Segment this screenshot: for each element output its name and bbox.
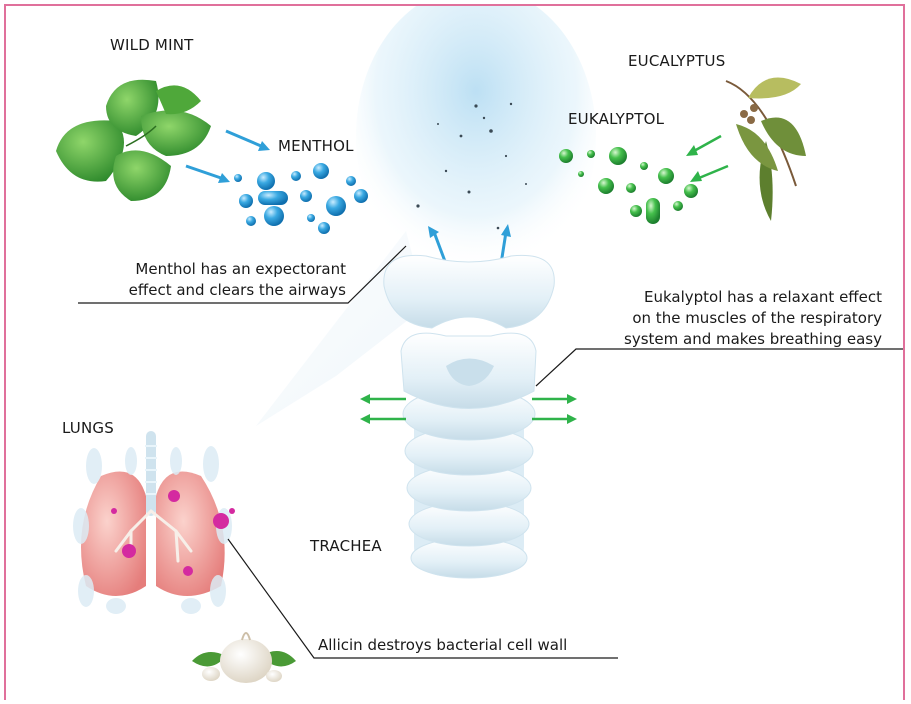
eukalyptol-caption-line-2: on the muscles of the respiratory <box>584 308 882 329</box>
eucalyptus-illustration <box>726 78 806 221</box>
diagram-frame: WILD MINT MENTHOL EUCALYPTUS EUKALYPTOL … <box>4 4 905 700</box>
vapor-mist <box>356 6 596 286</box>
eukalyptol-label: EUKALYPTOL <box>568 110 664 128</box>
eucalyptus-to-eukalyptol-arrows <box>686 136 728 182</box>
garlic-illustration <box>192 633 296 683</box>
menthol-droplets <box>234 163 368 234</box>
menthol-caption-line-2: effect and clears the airways <box>96 280 346 301</box>
menthol-label: MENTHOL <box>278 137 354 155</box>
trachea-label: TRACHEA <box>310 537 382 555</box>
allicin-caption: Allicin destroys bacterial cell wall <box>318 635 567 656</box>
eukalyptol-caption-line-3: system and makes breathing easy <box>584 329 882 350</box>
menthol-caption-line-1: Menthol has an expectorant <box>96 259 346 280</box>
lungs-label: LUNGS <box>62 419 114 437</box>
menthol-caption: Menthol has an expectorant effect and cl… <box>96 259 346 301</box>
lungs-illustration <box>73 436 235 614</box>
trachea-illustration <box>384 255 555 578</box>
wild-mint-label: WILD MINT <box>110 36 193 54</box>
wild-mint-illustration <box>56 80 211 201</box>
eucalyptus-label: EUCALYPTUS <box>628 52 725 70</box>
eukalyptol-caption-line-1: Eukalyptol has a relaxant effect <box>584 287 882 308</box>
eukalyptol-caption: Eukalyptol has a relaxant effect on the … <box>584 287 882 350</box>
diagram-artwork <box>6 6 905 700</box>
